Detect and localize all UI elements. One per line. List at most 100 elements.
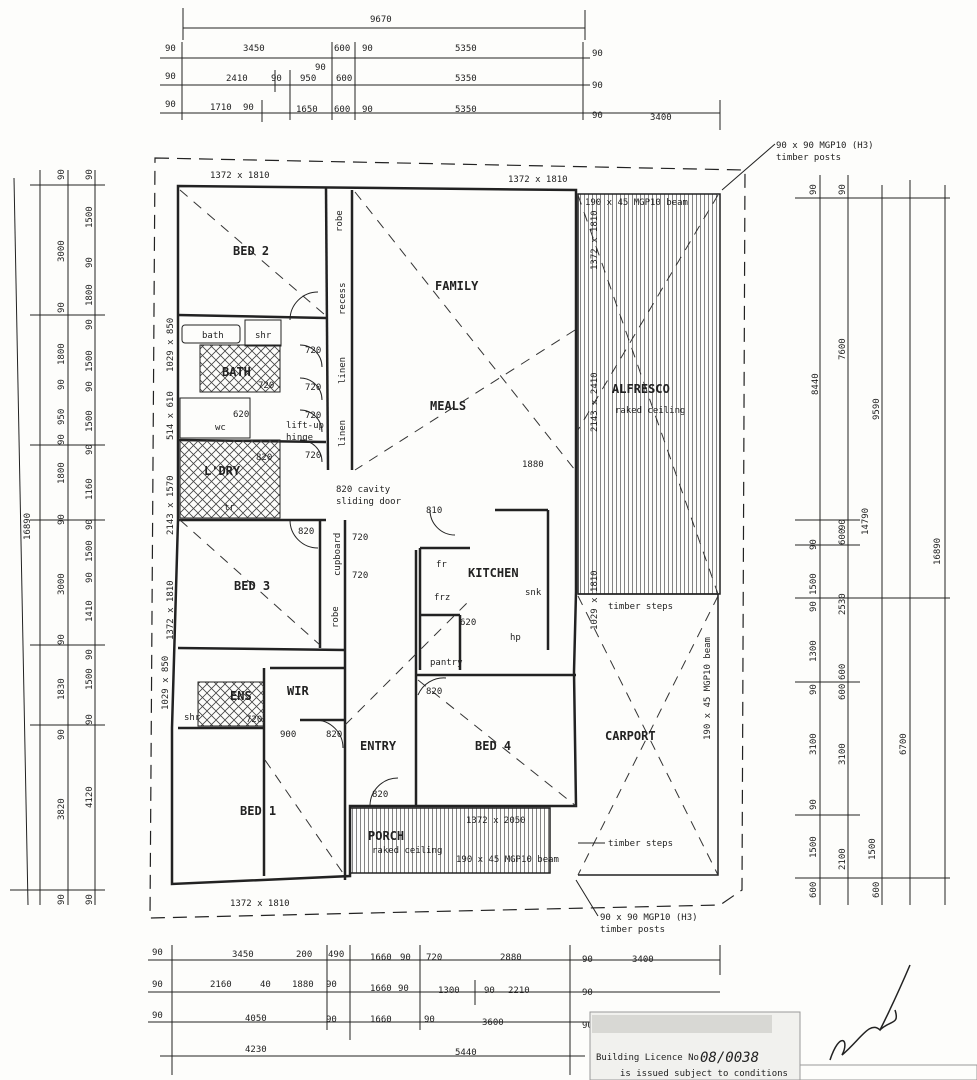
kitchen-hp: hp bbox=[510, 633, 521, 643]
bath-tile bbox=[199, 344, 281, 393]
dim-label: 3100 bbox=[838, 743, 848, 765]
note-cavity-2: sliding door bbox=[336, 497, 402, 507]
room-alfresco: ALFRESCO bbox=[612, 382, 670, 396]
door-size: 720 bbox=[305, 383, 321, 393]
signature bbox=[829, 964, 911, 1061]
door-size: 820 bbox=[298, 527, 314, 537]
dim-label: 1660 bbox=[370, 953, 392, 963]
dim-label: 90 bbox=[85, 714, 95, 725]
dim-label: 600 bbox=[334, 44, 350, 54]
kitchen-fr: fr bbox=[436, 560, 447, 570]
dim-label: 1710 bbox=[210, 103, 232, 113]
dim-label: 1500 bbox=[85, 206, 95, 228]
dim-label: 90 bbox=[362, 105, 373, 115]
window-left-5: 1029 x 850 bbox=[161, 656, 171, 710]
dim-label: 600 bbox=[336, 74, 352, 84]
dim-label: 1300 bbox=[438, 986, 460, 996]
dim-label: 90 bbox=[592, 49, 603, 59]
window-bottom: 1372 x 1810 bbox=[230, 899, 290, 909]
dim-label: 4050 bbox=[245, 1014, 267, 1024]
dim-label: 90 bbox=[838, 184, 848, 195]
dim-label: 90 bbox=[592, 111, 603, 121]
dim-label: 1660 bbox=[370, 984, 392, 994]
dim-label: 90 bbox=[398, 984, 409, 994]
dim-label: 950 bbox=[57, 409, 67, 425]
door-size: 900 bbox=[280, 730, 296, 740]
roof-outline bbox=[149, 157, 746, 919]
window-left-4: 1372 x 1810 bbox=[166, 580, 176, 640]
dim-label: 90 bbox=[362, 44, 373, 54]
label-linen2: linen bbox=[338, 420, 348, 447]
dim-label: 90 bbox=[326, 1015, 337, 1025]
dim-label: 90 bbox=[85, 169, 95, 180]
dim-label: 2410 bbox=[226, 74, 248, 84]
door-size: 720 bbox=[246, 715, 262, 725]
dim-label: 1500 bbox=[868, 838, 878, 860]
dim-label: 90 bbox=[57, 729, 67, 740]
dim-label: 3000 bbox=[57, 240, 67, 262]
room-diagonals bbox=[179, 189, 719, 877]
window-alfresco-1: 1372 x 1810 bbox=[590, 210, 600, 270]
kitchen-snk: snk bbox=[525, 588, 542, 598]
approval-stamp: Building Licence No. 08/0038 is issued s… bbox=[589, 1011, 977, 1080]
dim-label: 1500 bbox=[85, 410, 95, 432]
shower-box bbox=[244, 319, 282, 347]
note-cavity-1: 820 cavity bbox=[336, 485, 391, 495]
dim-label: 9590 bbox=[872, 398, 882, 420]
annotations: 90 x 90 MGP10 (H3) timber posts 190 x 45… bbox=[161, 141, 874, 935]
dim-label: 90 bbox=[165, 44, 176, 54]
dim-label: 3600 bbox=[482, 1018, 504, 1028]
right-dimensions bbox=[795, 175, 950, 905]
walls bbox=[170, 184, 578, 886]
dim-right-overall: 16890 bbox=[933, 538, 943, 565]
window-left-3: 2143 x 1570 bbox=[166, 475, 176, 535]
dim-label: 5350 bbox=[455, 105, 477, 115]
dim-label: 90 bbox=[582, 955, 593, 965]
left-dimension-labels: 16890 90 3000 90 1800 90 950 90 1800 90 … bbox=[23, 169, 95, 905]
door-swings bbox=[289, 291, 456, 806]
note-liftup-1: lift-up bbox=[286, 421, 324, 431]
room-bed4: BED 4 bbox=[475, 739, 511, 753]
dim-label: 90 bbox=[57, 302, 67, 313]
ensuite-tile bbox=[197, 681, 265, 727]
dim-label: 90 bbox=[165, 100, 176, 110]
window-top-mid: 1372 x 1810 bbox=[508, 175, 568, 185]
door-size: 720 bbox=[258, 381, 274, 391]
dim-label: 1500 bbox=[809, 573, 819, 595]
door-size: 720 bbox=[305, 346, 321, 356]
dim-label: 4120 bbox=[85, 786, 95, 808]
dim-label: 90 bbox=[400, 953, 411, 963]
room-labels: BED 2 FAMILY MEALS ALFRESCO raked ceilin… bbox=[184, 210, 685, 856]
window-left-1: 1029 x 850 bbox=[166, 318, 176, 372]
dim-label: 490 bbox=[328, 950, 344, 960]
room-bed3: BED 3 bbox=[234, 579, 270, 593]
dim-label: 3000 bbox=[57, 573, 67, 595]
dim-label: 90 bbox=[592, 81, 603, 91]
dim-label: 1500 bbox=[85, 350, 95, 372]
label-robe-bed3: robe bbox=[331, 606, 341, 628]
dim-label: 90 bbox=[424, 1015, 435, 1025]
window-left-2: 514 x 610 bbox=[166, 391, 176, 440]
window-kitchen: 1029 x 1810 bbox=[590, 570, 600, 630]
alfresco-deck bbox=[577, 193, 721, 595]
stamp-text-2: is issued subject to conditions bbox=[620, 1069, 788, 1079]
dim-label: 8440 bbox=[811, 373, 821, 395]
dim-label: 90 bbox=[271, 74, 282, 84]
dim-label: 90 bbox=[85, 572, 95, 583]
room-laundry: L'DRY bbox=[204, 464, 241, 478]
dim-label: 3820 bbox=[57, 798, 67, 820]
dim-label: 90 bbox=[809, 184, 819, 195]
label-linen1: linen bbox=[338, 357, 348, 384]
dim-left-overall: 16890 bbox=[23, 513, 33, 540]
stamp-text-1: Building Licence No. bbox=[596, 1053, 704, 1063]
dim-label: 1800 bbox=[57, 462, 67, 484]
dim-label: 3400 bbox=[650, 113, 672, 123]
dim-label: 5440 bbox=[455, 1048, 477, 1058]
porch-deck bbox=[349, 807, 551, 874]
window-top-left: 1372 x 1810 bbox=[210, 171, 270, 181]
right-dimension-labels: 90 7600 90 600 90 1500 90 1300 90 3100 9… bbox=[809, 184, 943, 898]
dim-label: 2880 bbox=[500, 953, 522, 963]
dim-label: 3100 bbox=[809, 733, 819, 755]
door-size: 810 bbox=[426, 506, 442, 516]
room-carport: CARPORT bbox=[605, 729, 656, 743]
